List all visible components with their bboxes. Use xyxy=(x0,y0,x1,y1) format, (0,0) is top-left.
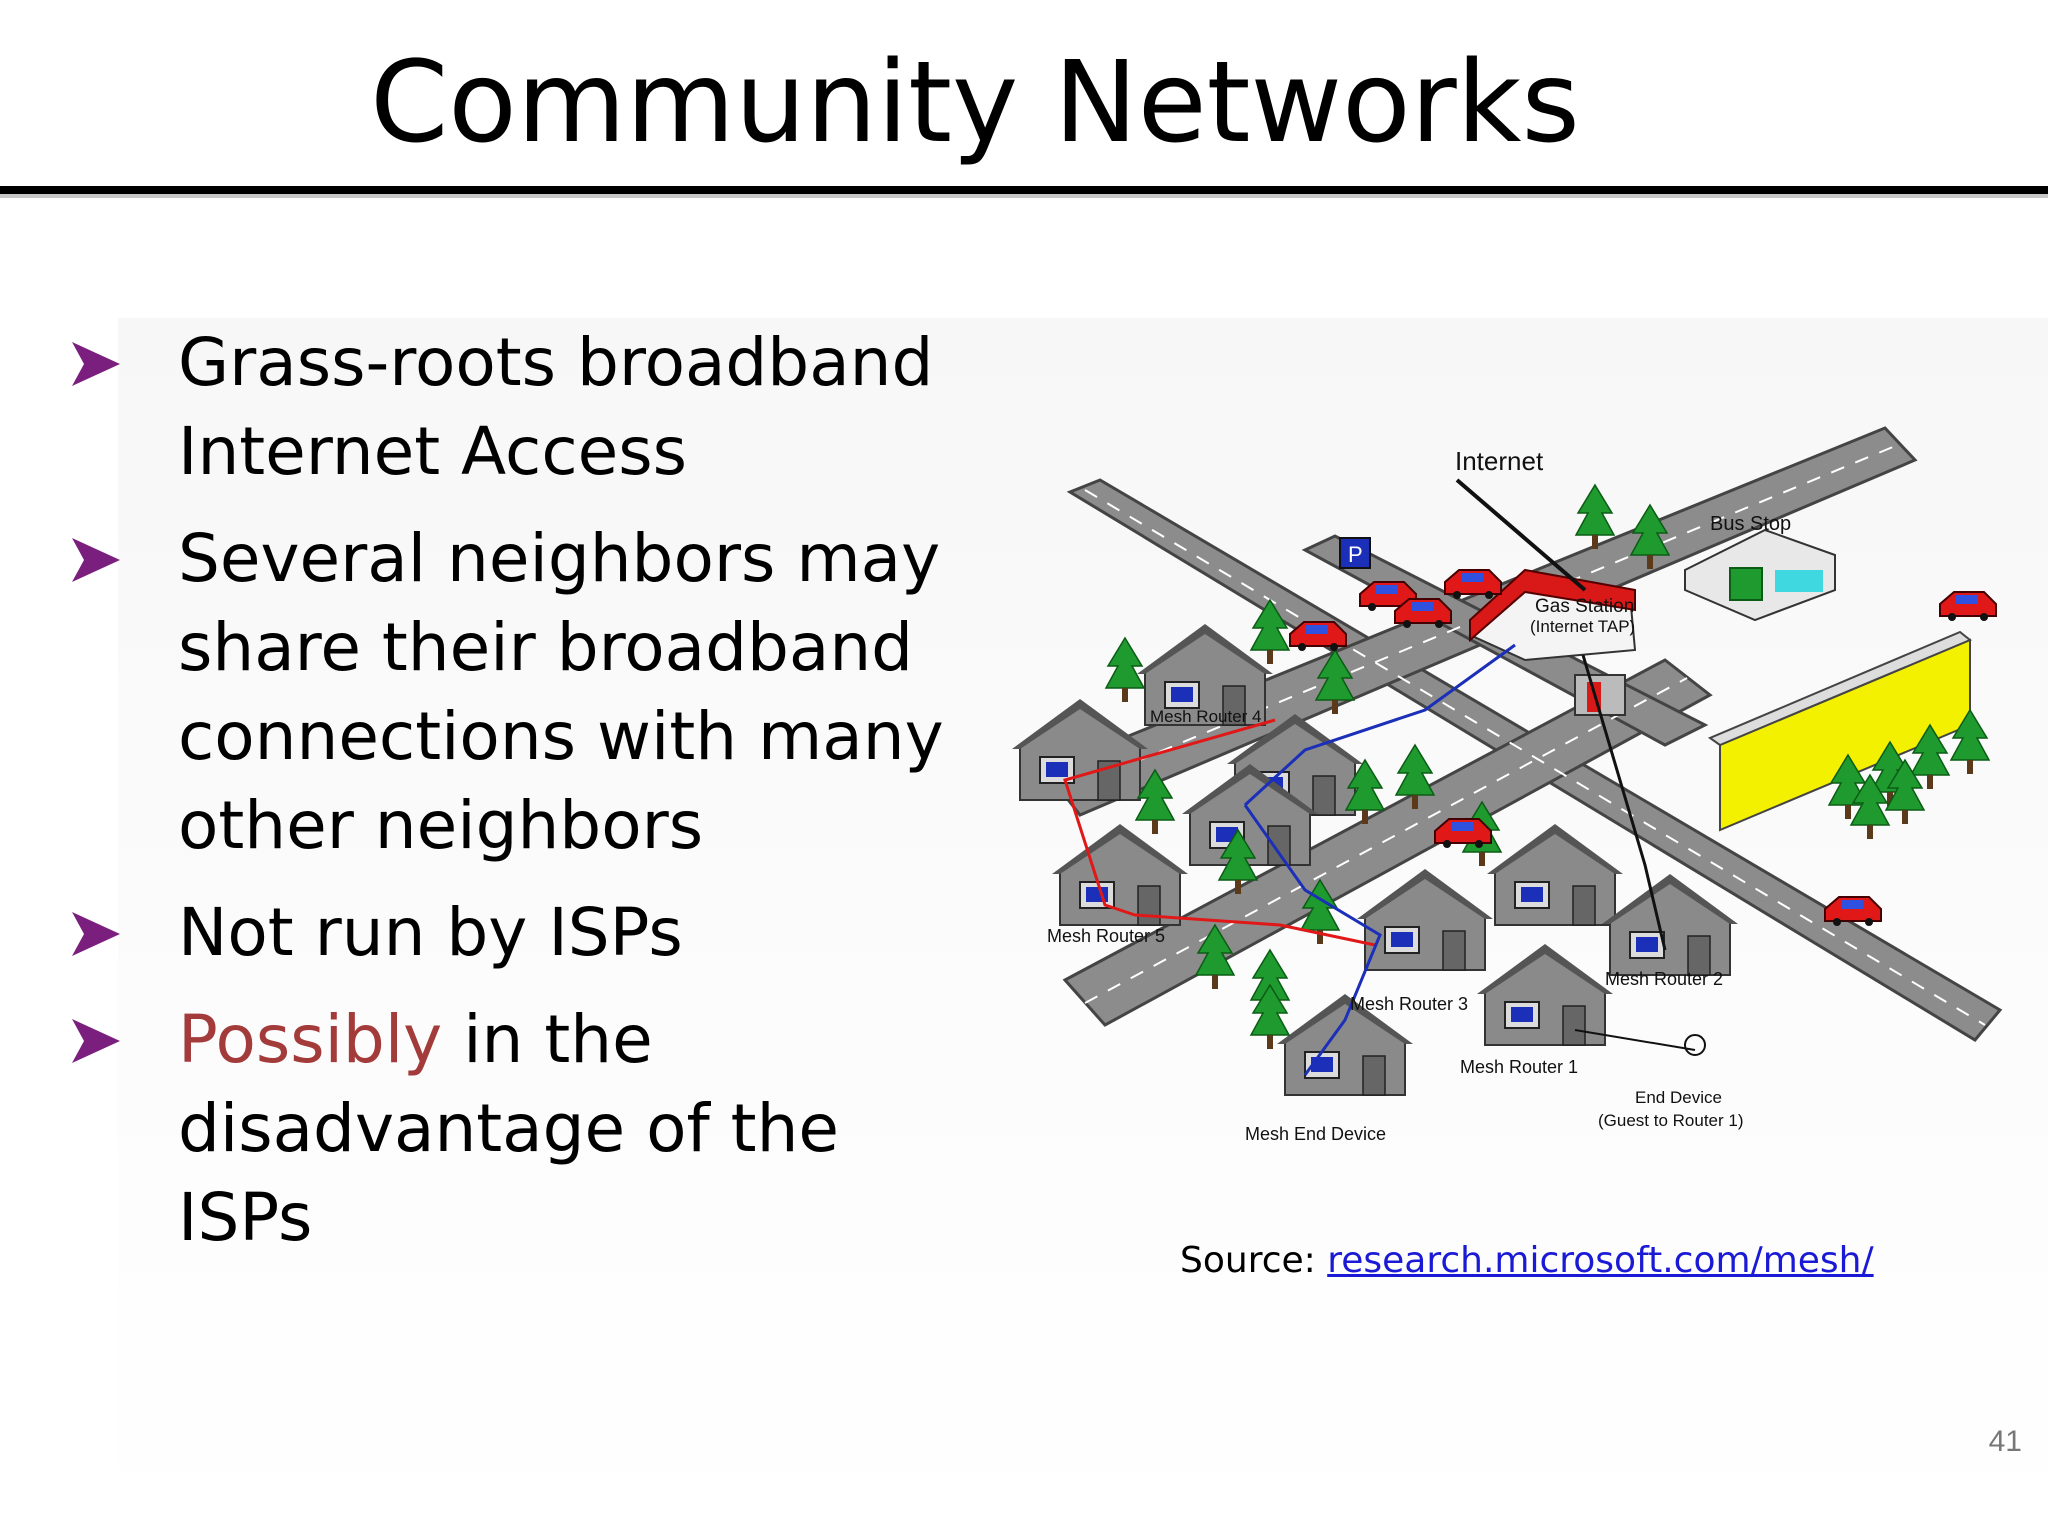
bullet-text-line: Several neighbors may xyxy=(178,520,941,597)
source-label: Source: xyxy=(1180,1240,1328,1281)
arrowhead-bullet-icon xyxy=(72,912,120,956)
label-bus-stop: Bus Stop xyxy=(1710,513,1791,535)
bus-stop xyxy=(1684,528,1836,622)
label-mesh-router-4: Mesh Router 4 xyxy=(1150,707,1262,726)
bullet-text-line: Possibly in the xyxy=(178,995,950,1084)
arrowhead-bullet-icon xyxy=(72,342,120,386)
diagram-labels: Internet Bus Stop Gas Station (Internet … xyxy=(1047,446,1791,1144)
mesh-network-diagram: P Internet Bus Stop Gas Station (Interne… xyxy=(1011,426,2003,1144)
bullet-text-line: Grass-roots broadband xyxy=(178,324,934,401)
label-mesh-router-5: Mesh Router 5 xyxy=(1047,926,1165,946)
bullet-item: Grass-roots broadband Internet Access xyxy=(70,318,950,496)
bullet-text-line: connections with many xyxy=(178,698,944,775)
bullet-text-line: disadvantage of the ISPs xyxy=(178,1090,839,1256)
bullet-item: Several neighbors may share their broadb… xyxy=(70,514,950,870)
bullet-text: in the xyxy=(442,1001,653,1078)
parking-sign: P xyxy=(1339,537,1371,569)
svg-text:P: P xyxy=(1348,542,1363,567)
arrowhead-bullet-icon xyxy=(72,1019,120,1063)
arrowhead-bullet-icon xyxy=(72,538,120,582)
page-number: 41 xyxy=(1988,1425,2022,1458)
mesh-links xyxy=(1063,478,1696,1076)
bullet-list: Grass-roots broadband Internet Access Se… xyxy=(70,318,950,1280)
bullet-item: Not run by ISPs xyxy=(70,888,950,977)
label-mesh-router-2: Mesh Router 2 xyxy=(1605,969,1723,989)
bullet-item: Possibly in the disadvantage of the ISPs xyxy=(70,995,950,1262)
bullet-text-line: share their broadband xyxy=(178,609,914,686)
highlight-word: Possibly xyxy=(178,1001,443,1078)
label-internet: Internet xyxy=(1455,446,1544,476)
bullet-text-line: other neighbors xyxy=(178,787,704,864)
label-mesh-router-1: Mesh Router 1 xyxy=(1460,1057,1578,1077)
source-link[interactable]: research.microsoft.com/mesh/ xyxy=(1327,1240,1874,1281)
end-device-icon xyxy=(1684,1034,1706,1056)
label-gas-station: Gas Station xyxy=(1535,596,1634,617)
label-mesh-router-3: Mesh Router 3 xyxy=(1350,994,1468,1014)
label-end-device: End Device xyxy=(1635,1088,1722,1107)
slide-title: Community Networks xyxy=(370,38,1580,168)
source-citation: Source: research.microsoft.com/mesh/ xyxy=(1180,1240,1874,1281)
bullet-text-line: Internet Access xyxy=(178,413,687,490)
label-mesh-end-device: Mesh End Device xyxy=(1245,1124,1386,1144)
title-rule xyxy=(0,186,2048,194)
title-rule-shadow xyxy=(0,194,2048,198)
label-internet-tap: (Internet TAP) xyxy=(1530,617,1635,636)
bullet-text-line: Not run by ISPs xyxy=(178,894,683,971)
label-guest-to-router: (Guest to Router 1) xyxy=(1598,1111,1744,1130)
